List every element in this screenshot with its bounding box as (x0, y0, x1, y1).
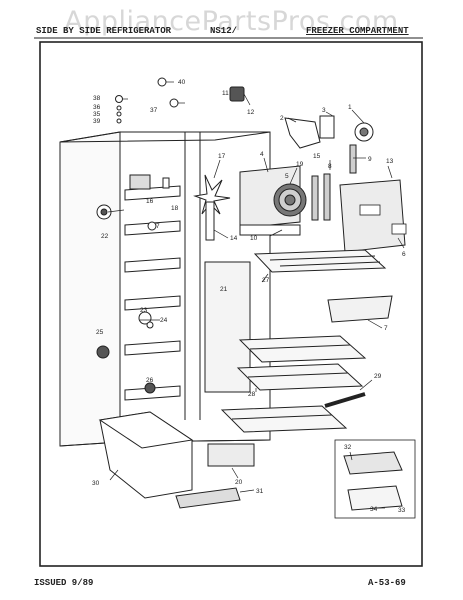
top-bracket (284, 115, 374, 149)
callout-20: 20 (235, 479, 243, 486)
callout-35: 35 (93, 111, 101, 118)
header-model-title: SIDE BY SIDE REFRIGERATOR (36, 26, 172, 36)
callout-17: 17 (218, 153, 226, 160)
callout-23: 23 (140, 307, 148, 314)
kickplate (175, 487, 241, 509)
ice-bin (327, 295, 393, 323)
callout-13: 13 (386, 158, 394, 165)
wire-shelves (220, 335, 367, 433)
callout-29: 29 (374, 373, 382, 380)
callout-21: 21 (220, 286, 228, 293)
callout-39: 39 (93, 118, 101, 125)
footer-issued: ISSUED 9/89 (34, 578, 94, 588)
callout-36: 36 (93, 104, 101, 111)
callout-11: 11 (222, 90, 229, 97)
callout-12: 12 (247, 109, 255, 116)
callout-32: 32 (344, 444, 352, 451)
cover-grille (391, 223, 407, 235)
callout-14: 14 (230, 235, 238, 242)
callout-31: 31 (256, 488, 264, 495)
callout-26: 26 (146, 377, 154, 384)
callout-25: 25 (96, 329, 104, 336)
callout-18: 18 (171, 205, 179, 212)
diagram-frame (39, 41, 423, 567)
shelf-strip (324, 392, 366, 408)
callout-15: 15 (313, 153, 321, 160)
callout-7-right: 7 (384, 325, 388, 332)
ice-tray (343, 451, 403, 475)
evaporator-cover (339, 179, 406, 253)
callout-2: 2 (280, 115, 284, 122)
callout-22: 22 (101, 233, 109, 240)
callout-19: 19 (296, 161, 304, 168)
callout-38: 38 (93, 95, 101, 102)
callout-24: 24 (160, 317, 168, 324)
callout-33: 33 (398, 507, 406, 514)
callout-3: 3 (322, 107, 326, 114)
callout-10: 10 (250, 235, 258, 242)
watermark: AppliancePartsPros.com (64, 6, 399, 37)
header-model-number: NS12/ (210, 26, 238, 36)
base-grille (207, 443, 255, 467)
evaporator-assembly (193, 144, 357, 241)
inset-box (334, 439, 416, 519)
cover-slot (359, 204, 381, 216)
callout-40: 40 (178, 79, 186, 86)
callout-34: 34 (370, 506, 378, 513)
callout-9: 9 (368, 156, 372, 163)
callout-6: 6 (402, 251, 406, 258)
ice-bucket (347, 485, 403, 511)
callout-5: 5 (285, 173, 289, 180)
callout-7-upper: 7 (156, 223, 160, 230)
callout-16: 16 (146, 198, 154, 205)
header-section-title: FREEZER COMPARTMENT (306, 26, 409, 36)
freezer-basket (98, 411, 194, 499)
freezer-slides (124, 185, 181, 401)
callout-1: 1 (348, 104, 352, 111)
callout-37: 37 (150, 107, 158, 114)
callout-30: 30 (92, 480, 100, 487)
callout-4: 4 (260, 151, 264, 158)
shelf-upper (253, 249, 387, 273)
hardware-parts (96, 77, 245, 394)
leader-lines (107, 81, 405, 509)
callout-labels: 40 38 36 35 39 37 11 12 3 2 1 17 19 4 5 … (92, 79, 406, 514)
callout-8: 8 (328, 163, 332, 170)
callout-27: 27 (262, 277, 270, 284)
footer-page-code: A-53-69 (368, 578, 406, 588)
callout-28: 28 (248, 391, 256, 398)
